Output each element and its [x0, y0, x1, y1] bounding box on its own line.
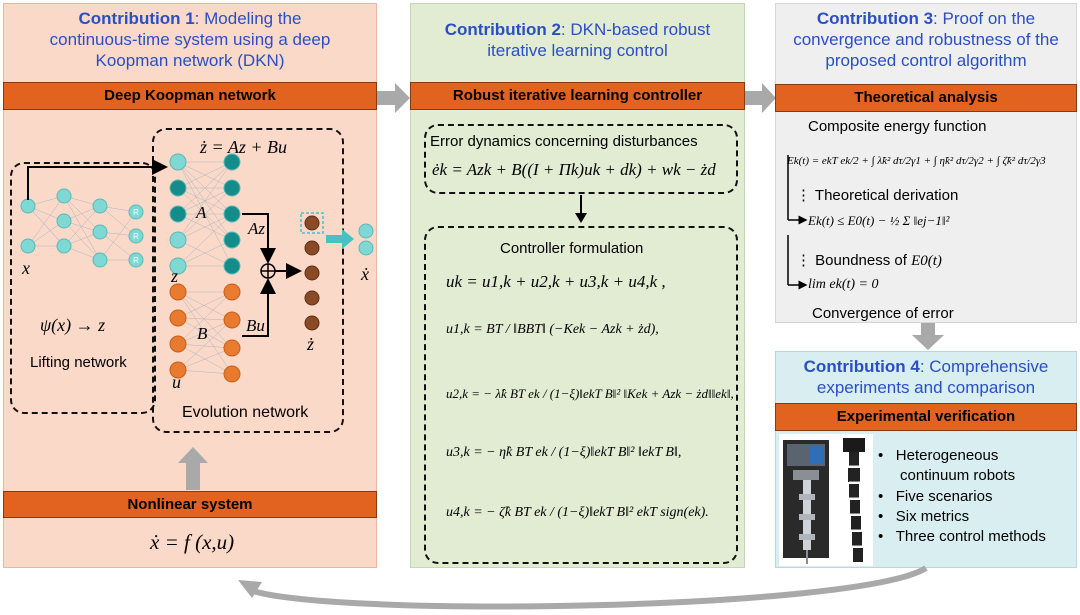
- bullet-text: Three control methods: [895, 528, 1046, 545]
- arrow-panel1-to-panel2: [377, 83, 410, 113]
- contribution-2-heading-line2: iterative learning control: [487, 41, 668, 60]
- boundness-text: Boundness of: [815, 252, 907, 269]
- xdot-output-label: ẋ: [361, 264, 369, 284]
- contribution-1-heading: Contribution 1: Modeling the continuous-…: [3, 8, 377, 71]
- error-dynamics-equation: ėk = Azk + B((I + Πk)uk + dk) + wk − żd: [432, 160, 716, 179]
- relu-label: R: [133, 208, 139, 217]
- nonlinear-system-bar: Nonlinear system: [3, 491, 377, 518]
- contribution-3-panel: [775, 3, 1077, 323]
- x-input-label: x: [22, 258, 30, 278]
- boundness-label: ⋮ Boundness of E0(t): [796, 252, 942, 269]
- Bu-label: Bu: [246, 316, 265, 335]
- energy-function-title: Composite energy function: [808, 118, 987, 135]
- error-limit-equation: lim ek(t) = 0: [808, 277, 879, 292]
- output-node: [358, 240, 374, 256]
- output-node: [358, 223, 374, 239]
- bullet-robots-cont: continuum robots: [900, 467, 1016, 484]
- robust-ilc-bar: Robust iterative learning controller: [410, 82, 745, 110]
- Az-label: Az: [248, 219, 265, 238]
- theoretical-derivation-label: ⋮ Theoretical derivation: [796, 187, 959, 204]
- bullet-methods: • Three control methods: [878, 528, 1046, 545]
- convergence-label: Convergence of error: [812, 305, 954, 322]
- bullet-text: Five scenarios: [895, 488, 993, 505]
- error-dynamics-box: [424, 124, 738, 194]
- energy-bound-equation: Ek(t) ≤ E0(t) − ½ Σ ‖ej−1‖²: [808, 213, 950, 228]
- nonlinear-system-equation: ẋ = f (x,u): [150, 530, 235, 554]
- bullet-scenarios: • Five scenarios: [878, 488, 993, 505]
- contribution-4-heading-rest: : Comprehensive: [919, 357, 1049, 376]
- bullet-text: Heterogeneous: [895, 447, 999, 464]
- control-law-u2: u2,k = − λ̂k BT ek / (1−ξ)‖ekT B‖² ‖Kek …: [446, 386, 734, 401]
- matrix-A-label: A: [196, 203, 207, 222]
- down-arrow: [575, 195, 587, 223]
- evolution-equation: ż = Az + Bu: [200, 137, 287, 157]
- contribution-2-heading: Contribution 2: DKN-based robust iterati…: [410, 19, 745, 61]
- relu-label: R: [133, 232, 139, 241]
- contribution-4-heading: Contribution 4: Comprehensive experiment…: [775, 356, 1077, 398]
- z-label: z: [171, 266, 179, 286]
- controller-formulation-title: Controller formulation: [500, 240, 644, 257]
- contribution-2-label: Contribution 2: [444, 20, 561, 39]
- error-dynamics-title: Error dynamics concerning disturbances: [430, 133, 698, 150]
- u-input-label: u: [172, 372, 181, 392]
- lifting-network-box: [10, 162, 156, 414]
- control-law-sum: uk = u1,k + u2,k + u3,k + u4,k ,: [446, 272, 666, 291]
- evolution-network-label: Evolution network: [182, 404, 309, 421]
- bullet-metrics: • Six metrics: [878, 508, 970, 525]
- lifting-equation: ψ(x) → z: [40, 315, 106, 335]
- relu-label: R: [133, 256, 139, 265]
- contribution-3-heading-rest: : Proof on the: [933, 9, 1036, 28]
- zdot-label: ż: [307, 334, 315, 354]
- matrix-B-label: B: [197, 324, 208, 343]
- contribution-2-heading-rest: : DKN-based robust: [560, 20, 711, 39]
- controller-formulation-box: [424, 226, 738, 564]
- derivation-flow: [787, 155, 808, 290]
- bullet-robots: • Heterogeneous: [878, 447, 999, 464]
- lifting-network-label: Lifting network: [30, 354, 127, 371]
- contribution-4-heading-line2: experiments and comparison: [816, 378, 1036, 397]
- input-node: [20, 198, 36, 214]
- control-law-u3: u3,k = − η̂k BT ek / (1−ξ)‖ekT B‖² ‖ekT …: [446, 445, 682, 460]
- up-arrow: [178, 447, 208, 490]
- deep-koopman-network-bar: Deep Koopman network: [3, 82, 377, 110]
- control-law-u1: u1,k = BT / ‖BBT‖ (−Kek − Azk + żd),: [446, 322, 659, 337]
- evolution-network-box: [152, 128, 344, 433]
- contribution-4-label: Contribution 4: [803, 357, 920, 376]
- contribution-3-heading-line2: convergence and robustness of the: [793, 30, 1059, 49]
- derivation-text: Theoretical derivation: [814, 187, 959, 204]
- boundness-symbol: E0(t): [911, 253, 942, 269]
- contribution-1-heading-line3: Koopman network (DKN): [95, 51, 285, 70]
- koopman-network-graph: R R R: [20, 153, 374, 383]
- contribution-1-label: Contribution 1: [78, 9, 195, 28]
- bullet-text: Six metrics: [895, 508, 970, 525]
- control-law-u4: u4,k = − ζ̂k BT ek / (1−ξ)‖ekT B‖² ekT s…: [446, 505, 709, 520]
- experimental-verification-bar: Experimental verification: [775, 403, 1077, 431]
- contribution-3-label: Contribution 3: [816, 9, 934, 28]
- theoretical-analysis-bar: Theoretical analysis: [775, 84, 1077, 112]
- contribution-3-heading-line3: proposed control algorithm: [825, 51, 1027, 70]
- arrow-panel2-to-panel3: [745, 83, 776, 113]
- arrow-panel3-to-panel4: [912, 323, 944, 350]
- contribution-3-heading: Contribution 3: Proof on the convergence…: [775, 8, 1077, 71]
- input-node: [20, 238, 36, 254]
- robot-photo: [779, 434, 873, 566]
- energy-function-equation: Ek(t) = ekT ek/2 + ∫ λ̃k² dτ/2γ1 + ∫ η̃k…: [787, 155, 1046, 167]
- contribution-1-heading-line2: continuous-time system using a deep: [49, 30, 331, 49]
- contribution-1-heading-rest: : Modeling the: [194, 9, 302, 28]
- feedback-curve-arrow: [238, 565, 928, 610]
